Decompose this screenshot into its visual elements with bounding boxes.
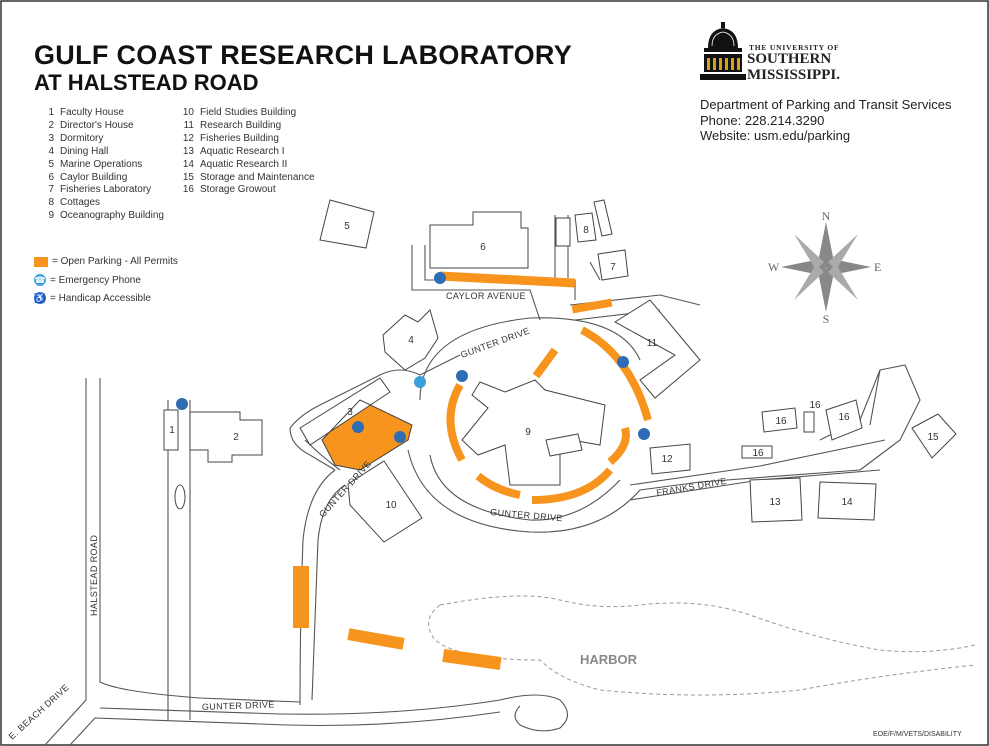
- handicap-icon: [434, 272, 446, 284]
- building-label: 4: [408, 335, 414, 346]
- compass-rose: N S E W: [768, 209, 881, 326]
- compass-e: E: [874, 260, 881, 274]
- phone-number: Phone: 228.214.3290: [700, 112, 825, 128]
- street-franks-label: FRANKS DRIVE: [656, 476, 728, 498]
- building-label: 11: [647, 338, 658, 349]
- building-label: 12: [661, 454, 673, 465]
- building-label: 5: [344, 221, 350, 232]
- handicap-icon: [638, 428, 650, 440]
- street-gunter-label: GUNTER DRIVE: [459, 326, 531, 360]
- building-label: 8: [583, 225, 589, 236]
- legend-phone: ☎= Emergency Phone: [34, 274, 141, 286]
- buildings: [163, 199, 957, 543]
- building-label: 3: [347, 407, 353, 418]
- emergency-phone-icon: [414, 376, 426, 388]
- building-label: 16: [809, 400, 821, 411]
- street-beach-label: E. BEACH DRIVE: [7, 682, 71, 741]
- building-label: 13: [769, 497, 781, 508]
- building-label: 16: [752, 448, 764, 459]
- compass-n: N: [822, 209, 831, 223]
- street-halstead-label: HALSTEAD ROAD: [89, 535, 99, 616]
- handicap-icons: [176, 272, 650, 443]
- building-label: 14: [841, 497, 853, 508]
- dept-name: Department of Parking and Transit Servic…: [700, 97, 952, 112]
- legend-handicap: ♿= Handicap Accessible: [34, 292, 151, 304]
- building-label: 10: [385, 500, 397, 511]
- street-gunter-label: GUNTER DRIVE: [490, 507, 563, 523]
- legend-parking: = Open Parking - All Permits: [34, 256, 178, 267]
- street-gunter-label: GUNTER DRIVE: [202, 699, 275, 712]
- dome-icon: [700, 22, 746, 80]
- parking-areas: [293, 271, 613, 670]
- street-caylor-label: CAYLOR AVENUE: [446, 291, 526, 301]
- building-label: 6: [480, 242, 486, 253]
- map-subtitle: AT HALSTEAD ROAD: [34, 70, 259, 95]
- building-label: 15: [927, 432, 939, 443]
- compass-w: W: [768, 260, 780, 274]
- building-label: 7: [610, 262, 616, 273]
- handicap-icon: [176, 398, 188, 410]
- handicap-icon: [617, 356, 629, 368]
- handicap-icon: [394, 431, 406, 443]
- harbor-label: HARBOR: [580, 652, 638, 667]
- map-title: GULF COAST RESEARCH LABORATORY: [34, 40, 573, 70]
- website: Website: usm.edu/parking: [700, 128, 851, 143]
- parking-swatch-icon: [34, 256, 48, 267]
- building-label: 16: [838, 412, 850, 423]
- handicap-icon: ♿: [34, 292, 46, 304]
- compass-s: S: [823, 312, 830, 326]
- emergency-phone-icon: ☎: [34, 274, 46, 286]
- usm-logo: THE UNIVERSITY OF SOUTHERN MISSISSIPPI.: [700, 22, 870, 87]
- building-label: 1: [169, 425, 175, 436]
- building-label: 2: [233, 432, 239, 443]
- handicap-icon: [456, 370, 468, 382]
- building-label: 16: [775, 416, 787, 427]
- contact-info: Department of Parking and Transit Servic…: [700, 97, 951, 144]
- roads: [44, 215, 921, 746]
- building-label: 9: [525, 427, 531, 438]
- footer-eoe: EOE/F/M/VETS/DISABILITY: [873, 731, 962, 738]
- handicap-icon: [352, 421, 364, 433]
